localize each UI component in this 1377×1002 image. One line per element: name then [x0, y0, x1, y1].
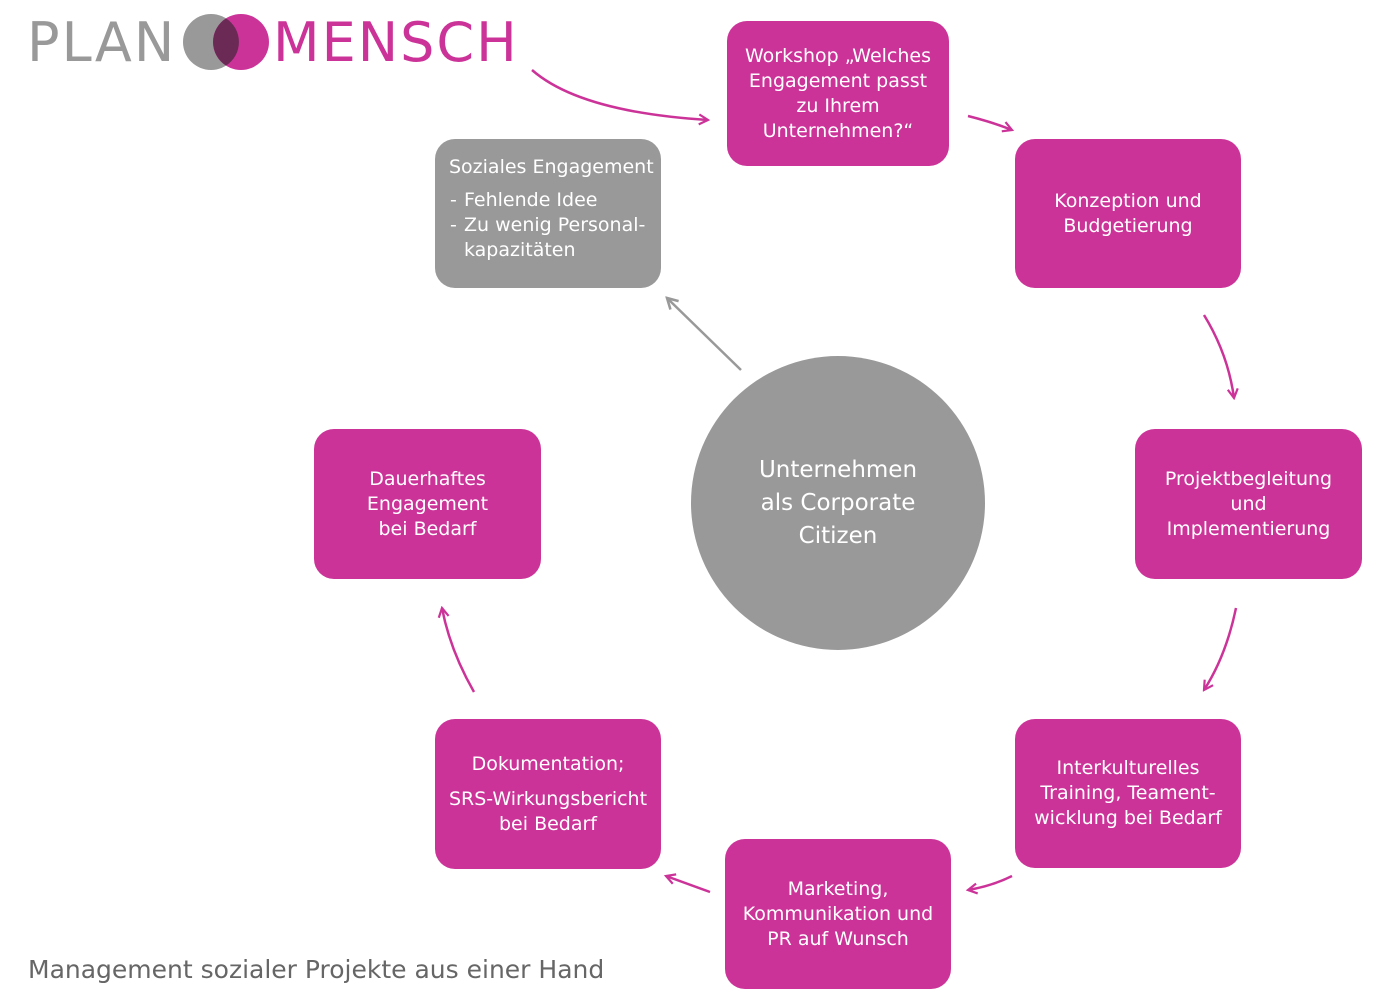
arrow-interkulturelles-to-marketing — [968, 874, 1013, 890]
logo-plan-word: PLAN — [27, 11, 177, 74]
arrow-konzeption-to-projektbegleitung — [1202, 314, 1234, 398]
step-line: bei Bedarf — [499, 812, 597, 835]
arrow-projektbegleitung-to-interkulturelles — [1204, 607, 1238, 690]
arrow-center-to-start — [667, 298, 742, 371]
step-line: Engagement — [366, 492, 489, 515]
start-box-title: Soziales Engagement — [449, 156, 654, 178]
step-line: PR auf Wunsch — [767, 927, 909, 950]
step-line: und — [1230, 492, 1267, 515]
step-interkulturelles-training: Interkulturelles Training, Teament- wick… — [1015, 719, 1241, 868]
step-line: bei Bedarf — [378, 517, 477, 540]
start-box-bullet-continuation: kapazitäten — [464, 239, 576, 261]
step-dokumentation: Dokumentation; SRS-Wirkungsbericht bei B… — [435, 719, 661, 869]
step-line: wicklung bei Bedarf — [1034, 807, 1222, 829]
step-line: Budgetierung — [1063, 214, 1193, 237]
step-line: Engagement passt — [748, 69, 928, 92]
start-box-bullet: Zu wenig Personal- — [449, 213, 645, 238]
step-line: Konzeption und — [1054, 189, 1202, 212]
step-marketing: Marketing, Kommunikation und PR auf Wuns… — [725, 839, 951, 989]
step-line: Unternehmen?“ — [762, 119, 914, 142]
logo-overlapping-circles-icon — [183, 14, 269, 70]
arrow-workshop-to-konzeption — [967, 114, 1012, 130]
center-corporate-citizen: Unternehmen als Corporate Citizen — [691, 356, 985, 650]
diagram-caption: Management sozialer Projekte aus einer H… — [28, 955, 605, 984]
start-box-bullet: Fehlende Idee — [449, 188, 645, 213]
step-konzeption: Konzeption und Budgetierung — [1015, 139, 1241, 288]
logo-mensch-word: MENSCH — [273, 11, 519, 74]
step-line: Dokumentation; — [471, 752, 625, 775]
start-box-bullet-list: Fehlende Idee Zu wenig Personal- — [449, 188, 645, 238]
step-line: Marketing, — [787, 877, 889, 900]
step-line: Projektbegleitung — [1164, 467, 1333, 490]
center-line: als Corporate — [760, 489, 916, 516]
step-line: Workshop „Welches — [745, 44, 931, 67]
step-line: Implementierung — [1166, 517, 1331, 540]
arrow-marketing-to-dokumentation — [666, 876, 711, 894]
center-line: Citizen — [798, 522, 878, 549]
step-workshop: Workshop „Welches Engagement passt zu Ih… — [727, 21, 949, 166]
arrow-dokumentation-to-dauerhaft — [442, 608, 476, 693]
center-line: Unternehmen — [758, 456, 918, 483]
step-line: Training, Teament- — [1040, 782, 1216, 804]
step-line: zu Ihrem — [796, 94, 880, 117]
plan-mensch-logo: PLAN MENSCH — [27, 12, 527, 74]
start-box-soziales-engagement: Soziales Engagement Fehlende Idee Zu wen… — [435, 139, 661, 288]
step-dauerhaftes-engagement: Dauerhaftes Engagement bei Bedarf — [314, 429, 541, 579]
step-line: Interkulturelles — [1056, 757, 1200, 779]
step-line: SRS-Wirkungsbericht — [448, 787, 648, 810]
step-line: Dauerhaftes — [369, 467, 486, 490]
arrow-logo-to-workshop — [531, 69, 708, 120]
step-projektbegleitung: Projektbegleitung und Implementierung — [1135, 429, 1362, 579]
step-line: Kommunikation und — [742, 902, 934, 925]
